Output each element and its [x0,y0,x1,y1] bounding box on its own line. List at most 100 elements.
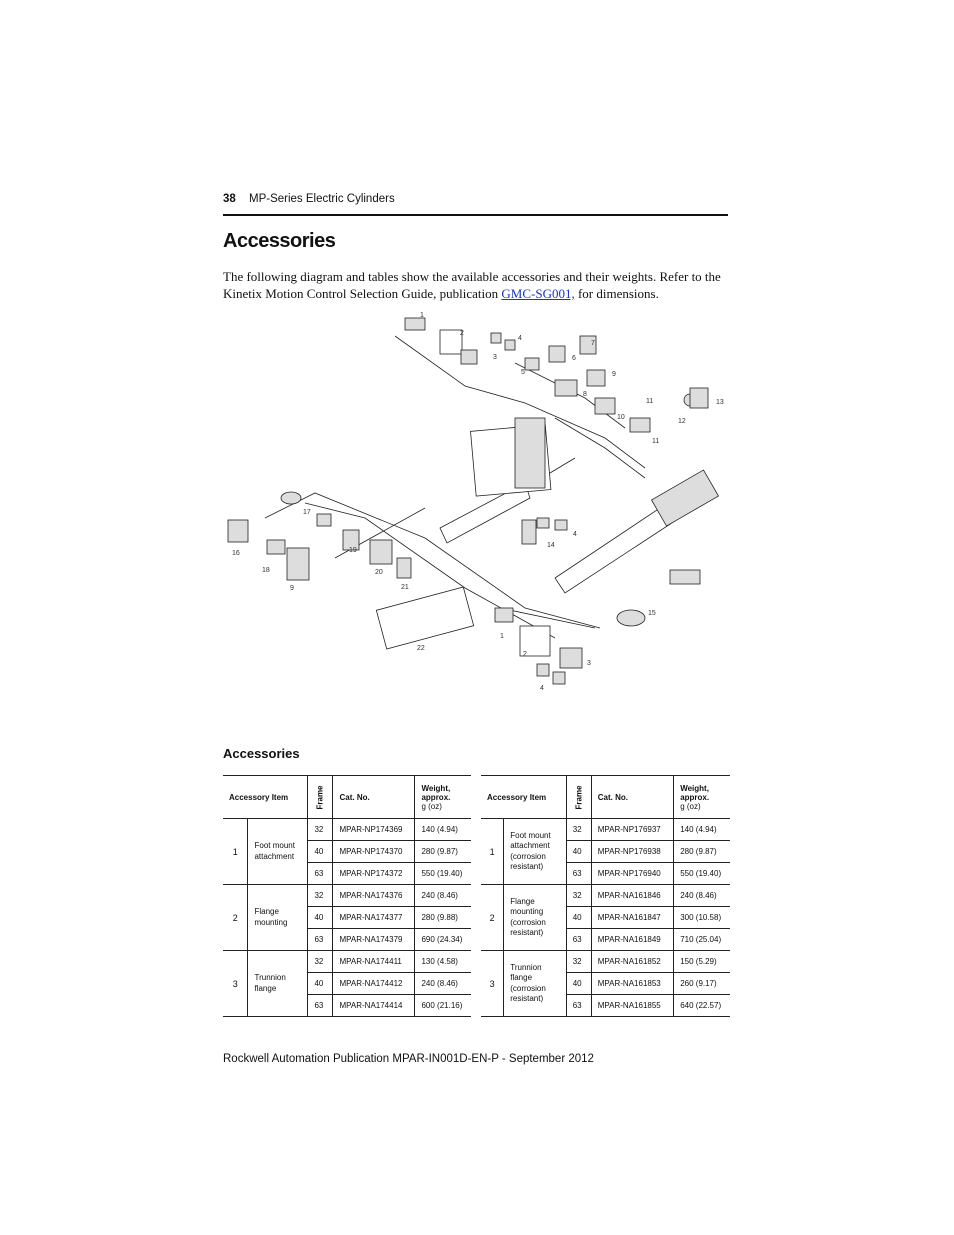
accessory-part [439,329,463,355]
accessory-part [554,519,568,531]
callout-label: 2 [523,651,527,658]
weight-cell: 550 (19.40) [414,862,471,885]
callout-label: 1 [500,633,504,640]
callout-label: 11 [646,398,653,405]
accessory-part [227,519,249,543]
intro-paragraph: The following diagram and tables show th… [223,268,733,302]
page-header: 38 MP-Series Electric Cylinders [223,193,395,205]
table-header-row: Accessory Item Frame Cat. No. Weight, ap… [481,775,730,819]
accessory-part [689,387,709,409]
accessory-part [559,647,583,669]
callout-label: 19 [349,547,357,554]
cat-no-cell: MPAR-NA161849 [591,928,675,951]
accessory-number: 1 [481,818,505,885]
cat-no-cell: MPAR-NP174372 [332,862,416,885]
accessory-part [586,369,606,387]
frame-cell: 63 [566,994,592,1017]
cat-no-cell: MPAR-NA161846 [591,884,675,907]
callout-label: 1 [420,312,424,319]
callout-label: 4 [518,335,522,342]
callout-label: 6 [572,355,576,362]
callout-label: 18 [262,567,270,574]
frame-cell: 63 [307,928,334,951]
frame-cell: 32 [307,818,334,841]
header-rule [223,214,728,216]
leader-line [514,362,626,429]
col-weight-unit: g (oz) [680,801,701,811]
weight-cell: 140 (4.94) [673,818,730,841]
cat-no-cell: MPAR-NA174414 [332,994,416,1017]
accessory-part [342,529,360,551]
col-frame-label: Frame [574,784,584,810]
accessory-part [460,349,478,365]
callout-label: 3 [587,660,591,667]
accessory-part [669,569,701,585]
accessory-part [404,317,426,331]
frame-cell: 40 [566,840,592,863]
cat-no-cell: MPAR-NP176937 [591,818,675,841]
accessory-part [490,332,502,344]
weight-cell: 260 (9.17) [673,972,730,995]
weight-cell: 690 (24.34) [414,928,471,951]
accessory-part [616,609,646,627]
accessory-name: Foot mount attachment [247,818,309,885]
frame-cell: 32 [566,950,592,973]
cat-no-cell: MPAR-NA174379 [332,928,416,951]
callout-label: 4 [540,685,544,692]
accessory-number: 3 [481,950,505,1017]
intro-text: The following diagram and tables show th… [223,269,721,301]
frame-cell: 32 [566,818,592,841]
weight-cell: 240 (8.46) [414,972,471,995]
accessory-number: 2 [223,884,249,951]
accessory-part [594,397,616,415]
col-cat-no: Cat. No. [591,775,675,819]
accessory-part [369,539,393,565]
cat-no-cell: MPAR-NP174369 [332,818,416,841]
leader-line [499,607,596,629]
gmc-sg001-link[interactable]: GMC-SG001, [501,286,575,301]
accessory-part [504,339,516,351]
weight-cell: 240 (8.46) [414,884,471,907]
table-title: Accessories [223,746,300,761]
frame-cell: 63 [307,862,334,885]
accessory-part [494,607,514,623]
weight-cell: 240 (8.46) [673,884,730,907]
frame-cell: 32 [566,884,592,907]
page-number: 38 [223,193,236,205]
accessory-part [396,557,412,579]
leader-line [554,417,646,479]
frame-cell: 32 [307,950,334,973]
cat-no-cell: MPAR-NA174412 [332,972,416,995]
callout-label: 14 [547,542,555,549]
cat-no-cell: MPAR-NA174377 [332,906,416,929]
accessory-number: 1 [223,818,249,885]
exploded-view-drawing: 1 2 3 4 5 6 7 8 9 10 11 11 12 13 14 4 15… [227,312,724,692]
col-weight-label: Weight, approx. [421,783,451,802]
accessories-table-left: Accessory Item Frame Cat. No. Weight, ap… [223,775,471,1017]
callout-label: 9 [612,371,616,378]
col-accessory-item: Accessory Item [223,775,309,819]
callout-label: 13 [716,399,724,406]
callout-label: 9 [290,585,294,592]
running-title: MP-Series Electric Cylinders [249,193,395,205]
accessory-name: Trunnion flange (corrosion resistant) [503,950,567,1017]
cat-no-cell: MPAR-NA161847 [591,906,675,929]
callout-label: 11 [652,438,659,445]
frame-cell: 40 [566,906,592,929]
page-footer: Rockwell Automation Publication MPAR-IN0… [223,1053,594,1065]
callout-label: 5 [521,369,525,376]
col-accessory-item: Accessory Item [481,775,567,819]
accessory-part [524,357,540,371]
callout-label: 21 [401,584,409,591]
weight-cell: 550 (19.40) [673,862,730,885]
frame-cell: 40 [307,906,334,929]
col-weight: Weight, approx.g (oz) [673,775,730,819]
